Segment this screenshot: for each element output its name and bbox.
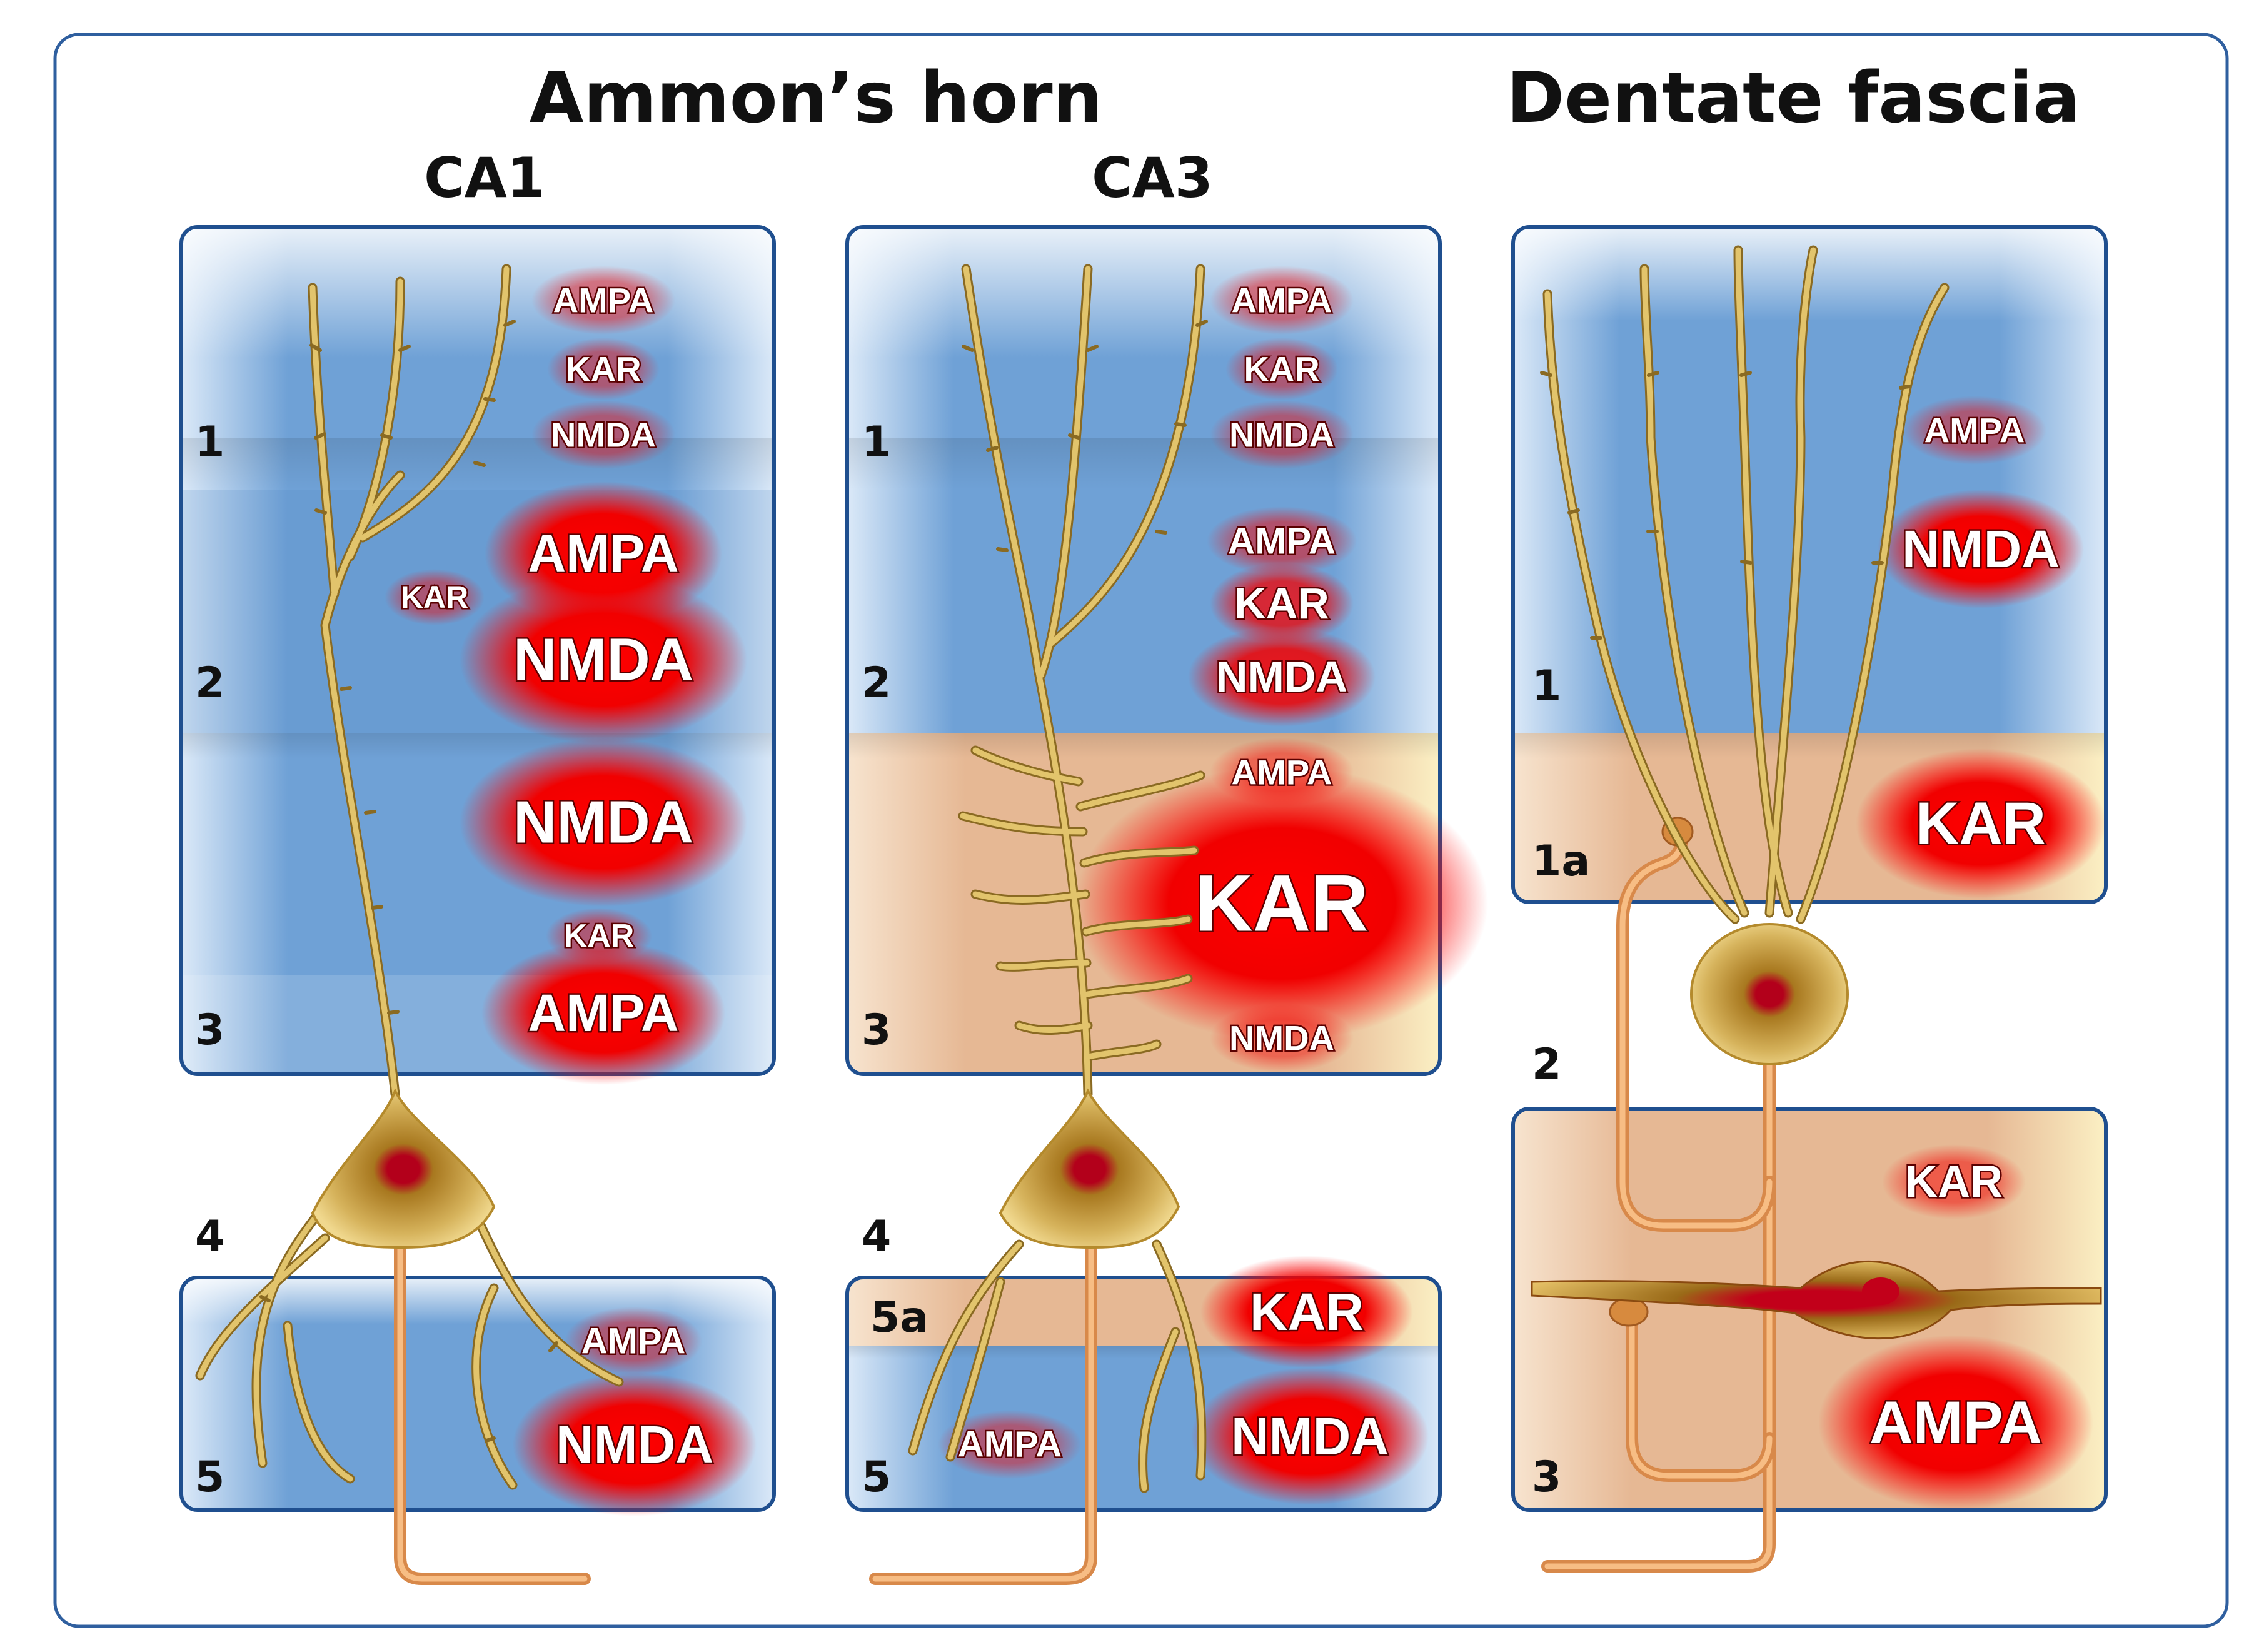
dg-layer-3: 3 bbox=[1532, 1453, 1561, 1502]
ca1-layer-4: 4 bbox=[195, 1212, 224, 1261]
ca3-l5-nmda: NMDA bbox=[1231, 1407, 1389, 1466]
ca3-upper-box bbox=[845, 225, 1442, 1076]
ca1-glow-l3-ampa bbox=[481, 941, 725, 1085]
ca1-l2-nmda: NMDA bbox=[513, 627, 693, 693]
dg-l3-ampa: AMPA bbox=[1869, 1389, 2042, 1456]
ca1-l2-kar: KAR bbox=[401, 580, 468, 615]
ca1-l3-kar: KAR bbox=[564, 918, 635, 954]
ca1-layer-5: 5 bbox=[195, 1453, 224, 1502]
ca3-layer-5a: 5a bbox=[870, 1293, 928, 1342]
ca3-glow-l3-nmda bbox=[1210, 1004, 1354, 1072]
ca1-panel: 1 2 3 4 5 AMPA KAR NMDA KAR AMPA NMDA NM… bbox=[179, 225, 776, 1585]
ca3-layer-3: 3 bbox=[862, 1005, 891, 1055]
dg-layer-1: 1 bbox=[1532, 662, 1561, 711]
ca1-layer-2: 2 bbox=[195, 658, 224, 708]
ca3-l3-kar: KAR bbox=[1195, 859, 1368, 949]
ca3-l1-nmda: NMDA bbox=[1229, 415, 1334, 455]
dg-glow-l3-kar bbox=[1882, 1144, 2026, 1219]
ca1-l1-nmda: NMDA bbox=[551, 415, 656, 455]
ca3-soma bbox=[999, 1088, 1180, 1249]
dg-l1-ampa: AMPA bbox=[1924, 411, 2025, 450]
ca3-glow-l2-kar bbox=[1210, 563, 1354, 644]
ca1-glow-l1-nmda bbox=[531, 400, 675, 469]
ca3-l2-ampa: AMPA bbox=[1228, 520, 1336, 562]
ca3-glow-l5-ampa bbox=[938, 1410, 1082, 1479]
ca3-pyramidal-neuron bbox=[869, 264, 1208, 1585]
dentate-granule-cell bbox=[1540, 245, 1950, 1573]
ca1-glow-l2-nmda bbox=[460, 575, 747, 744]
ca1-l5-nmda: NMDA bbox=[556, 1415, 713, 1474]
ca1-lower-box bbox=[179, 1276, 776, 1512]
ammons-horn-title: Ammon’s horn bbox=[530, 58, 1103, 139]
dentate-interneuron bbox=[1531, 1260, 2102, 1340]
ca3-layer-1: 1 bbox=[862, 418, 891, 467]
ca3-l3-ampa: AMPA bbox=[1232, 753, 1332, 792]
ca1-title: CA1 bbox=[424, 146, 545, 210]
ca3-glow-l1-ampa bbox=[1210, 266, 1354, 335]
ca3-layer-4: 4 bbox=[862, 1212, 891, 1261]
ca3-glow-l3-ampa bbox=[1210, 738, 1354, 807]
dg-glow-l1-ampa bbox=[1903, 396, 2046, 465]
ca3-glow-l3-kar bbox=[1075, 766, 1488, 1041]
ca3-lower-box bbox=[845, 1276, 1442, 1512]
dentate-panel: 1 1a 2 3 AMPA NMDA KAR KAR AMPA bbox=[1511, 225, 2108, 1573]
ca3-glow-l2-ampa bbox=[1207, 506, 1357, 575]
ca1-glow-l2-kar bbox=[385, 569, 485, 625]
granule-soma bbox=[1690, 923, 1849, 1065]
ca1-upper-box bbox=[179, 225, 776, 1076]
dg-layer-1a: 1a bbox=[1532, 837, 1590, 886]
ca1-l1-ampa: AMPA bbox=[553, 281, 654, 320]
ca1-l2-ampa: AMPA bbox=[528, 524, 678, 583]
ca1-layer-1: 1 bbox=[195, 418, 224, 467]
ca3-l3-nmda: NMDA bbox=[1229, 1019, 1334, 1058]
dg-glow-l3-ampa bbox=[1818, 1335, 2093, 1510]
dentate-lower-box bbox=[1511, 1107, 2108, 1512]
ca3-l1-ampa: AMPA bbox=[1232, 281, 1332, 320]
ca3-panel: 1 2 3 4 5a 5 AMPA KAR NMDA AMPA KAR NMDA… bbox=[845, 225, 1488, 1585]
ca1-glow-l1-ampa bbox=[531, 266, 675, 335]
ca1-glow-l3-nmda bbox=[460, 738, 747, 907]
dg-l1a-kar: KAR bbox=[1916, 790, 2046, 857]
ca3-l2-nmda: NMDA bbox=[1216, 652, 1347, 701]
ca3-glow-l5a-kar bbox=[1200, 1256, 1413, 1368]
ca1-glow-l3-kar bbox=[546, 908, 652, 964]
ca3-layer-2: 2 bbox=[862, 658, 891, 708]
ca3-l5a-kar: KAR bbox=[1250, 1282, 1364, 1341]
ca3-l5-ampa: AMPA bbox=[958, 1424, 1062, 1465]
ca1-layer-3: 3 bbox=[195, 1005, 224, 1055]
ca1-soma bbox=[311, 1088, 496, 1249]
ca3-l1-kar: KAR bbox=[1244, 350, 1319, 389]
ca1-l3-nmda: NMDA bbox=[513, 789, 693, 856]
ca1-l3-ampa: AMPA bbox=[528, 984, 678, 1042]
dg-layer-2: 2 bbox=[1532, 1040, 1561, 1089]
dentate-fascia-title: Dentate fascia bbox=[1506, 58, 2080, 139]
ca3-title: CA3 bbox=[1092, 146, 1213, 210]
ca3-glow-l5-nmda bbox=[1191, 1367, 1429, 1505]
dg-glow-l1a-kar bbox=[1856, 748, 2106, 899]
dg-l1-nmda: NMDA bbox=[1902, 520, 2060, 578]
ca1-pyramidal-neuron bbox=[195, 264, 624, 1585]
ca1-glow-l5-ampa bbox=[565, 1307, 702, 1376]
dg-l3-kar: KAR bbox=[1905, 1157, 2003, 1207]
ca3-glow-l2-nmda bbox=[1188, 627, 1376, 727]
ca3-glow-l1-nmda bbox=[1210, 400, 1354, 469]
ca3-layer-5: 5 bbox=[862, 1453, 891, 1502]
dg-glow-l1-nmda bbox=[1878, 490, 2084, 608]
ca1-l1-kar: KAR bbox=[565, 350, 641, 389]
ca3-l2-kar: KAR bbox=[1234, 579, 1329, 628]
ca1-l5-ampa: AMPA bbox=[581, 1321, 685, 1362]
ca3-glow-l1-kar bbox=[1225, 338, 1338, 400]
ca1-glow-l5-nmda bbox=[513, 1372, 757, 1516]
ca1-glow-l1-kar bbox=[547, 338, 660, 400]
